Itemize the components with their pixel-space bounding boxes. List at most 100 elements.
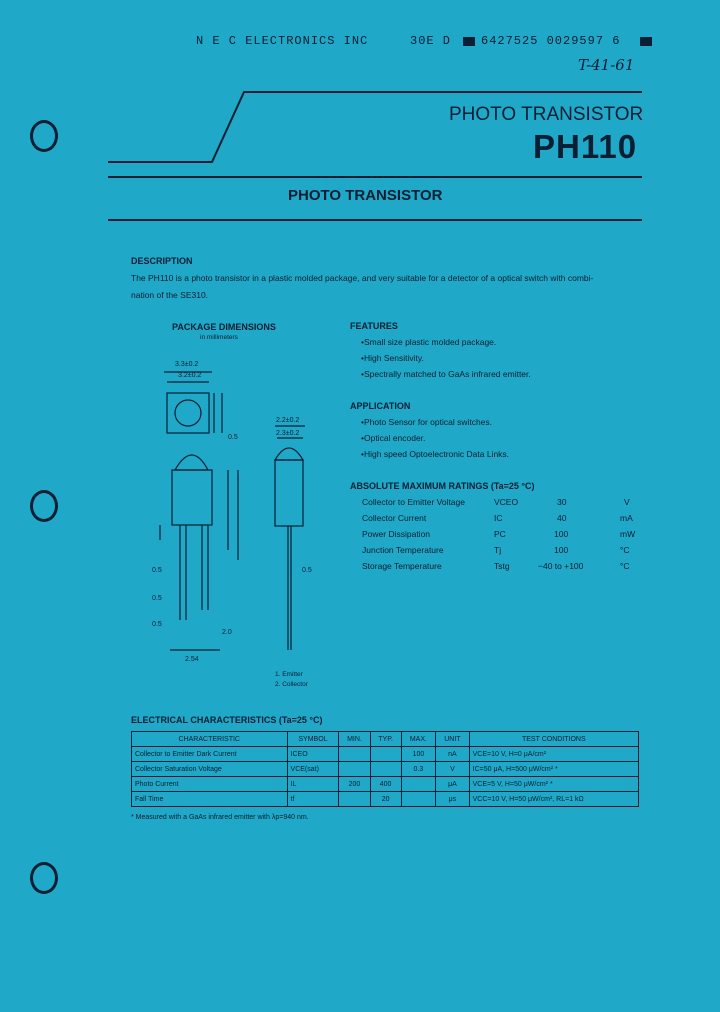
dim-label: 2.54 — [185, 656, 199, 663]
cell-max — [400, 776, 437, 792]
cell-symbol: tf — [286, 791, 340, 807]
column-header: CHARACTERISTIC — [131, 731, 288, 747]
table-row: Photo Current IL 200 400 μA VCE=5 V, H=5… — [131, 776, 640, 792]
rating-param: Junction Temperature — [362, 545, 444, 555]
application-item: High speed Optoelectronic Data Links. — [361, 449, 509, 459]
header-code: 30E D — [410, 34, 452, 48]
cell-characteristic: Photo Current — [131, 776, 288, 792]
column-header: TYP. — [369, 731, 402, 747]
pin-legend: 1. Emitter — [275, 671, 303, 678]
rating-value: 30 — [557, 497, 567, 507]
package-drawing — [159, 371, 305, 651]
cell-unit: μs — [435, 791, 470, 807]
cell-symbol: VCE(sat) — [286, 761, 340, 777]
cell-min: 200 — [338, 776, 371, 792]
electrical-heading: ELECTRICAL CHARACTERISTICS (Ta=25 °C) — [131, 715, 323, 725]
dim-label: 3.3±0.2 — [175, 361, 199, 368]
rating-unit: mW — [620, 529, 636, 539]
application-heading: APPLICATION — [350, 401, 411, 411]
cell-min — [338, 746, 371, 762]
rating-symbol: Tstg — [494, 561, 510, 571]
divider — [108, 176, 642, 178]
dim-label: 2.2±0.2 — [276, 417, 300, 424]
dim-label: 2.0 — [222, 629, 232, 636]
company-name: N E C ELECTRONICS INC — [196, 34, 369, 48]
cell-typ — [369, 761, 402, 777]
punch-hole — [30, 120, 58, 152]
rating-unit: °C — [620, 561, 630, 571]
cell-conditions: VCC=10 V, H=50 μW/cm², RL=1 kΩ — [468, 791, 640, 807]
feature-item: Spectrally matched to GaAs infrared emit… — [361, 369, 531, 379]
table-row: Fall Time tf 20 μs VCC=10 V, H=50 μW/cm²… — [131, 791, 640, 807]
cell-symbol: ICEO — [286, 746, 340, 762]
column-header: SYMBOL — [286, 731, 340, 747]
rating-unit: °C — [620, 545, 630, 555]
dim-label: 0.5 — [228, 434, 238, 441]
cell-max: 100 — [400, 746, 437, 762]
rating-symbol: IC — [494, 513, 503, 523]
features-heading: FEATURES — [350, 321, 398, 331]
punch-hole — [30, 490, 58, 522]
cell-conditions: IC=50 μA, H=500 μW/cm² * — [468, 761, 640, 777]
cell-typ — [369, 746, 402, 762]
table-header-row: CHARACTERISTIC SYMBOL MIN. TYP. MAX. UNI… — [131, 731, 640, 747]
cell-unit: nA — [435, 746, 470, 762]
rating-value: 100 — [554, 545, 569, 555]
package-unit: in millimeters — [200, 334, 238, 341]
cell-characteristic: Collector to Emitter Dark Current — [131, 746, 288, 762]
rating-param: Collector to Emitter Voltage — [362, 497, 465, 507]
feature-item: Small size plastic molded package. — [361, 337, 496, 347]
footnote: * Measured with a GaAs infrared emitter … — [131, 814, 309, 821]
cell-typ: 20 — [369, 791, 402, 807]
application-item: Photo Sensor for optical switches. — [361, 417, 492, 427]
cell-conditions: VCE=5 V, H=50 μW/cm² * — [468, 776, 640, 792]
rating-value: −40 to +100 — [538, 561, 584, 571]
package-heading: PACKAGE DIMENSIONS — [172, 322, 276, 332]
column-header: MIN. — [338, 731, 371, 747]
part-number: PH110 — [533, 128, 638, 165]
column-header: TEST CONDITIONS — [468, 731, 640, 747]
section-title: PHOTO TRANSISTOR — [288, 187, 443, 204]
cell-min — [338, 761, 371, 777]
rating-param: Collector Current — [362, 513, 427, 523]
pin-legend: 2. Collector — [275, 681, 308, 688]
feature-item: High Sensitivity. — [361, 353, 424, 363]
cell-unit: V — [435, 761, 470, 777]
column-header: UNIT — [435, 731, 470, 747]
electrical-table: CHARACTERISTIC SYMBOL MIN. TYP. MAX. UNI… — [131, 731, 640, 807]
rating-unit: mA — [620, 513, 633, 523]
ratings-heading: ABSOLUTE MAXIMUM RATINGS (Ta=25 °C) — [350, 481, 535, 491]
header-mark — [463, 37, 475, 46]
rating-param: Storage Temperature — [362, 561, 442, 571]
rating-unit: V — [624, 497, 630, 507]
description-text: nation of the SE310. — [131, 290, 209, 300]
rating-param: Power Dissipation — [362, 529, 431, 539]
table-row: Collector Saturation Voltage VCE(sat) 0.… — [131, 761, 640, 777]
rating-symbol: VCEO — [494, 497, 519, 507]
cell-max — [400, 791, 437, 807]
cell-max: 0.3 — [400, 761, 437, 777]
table-row: Collector to Emitter Dark Current ICEO 1… — [131, 746, 640, 762]
description-text: The PH110 is a photo transistor in a pla… — [131, 273, 594, 283]
rating-value: 40 — [557, 513, 567, 523]
dim-label: 0.5 — [302, 567, 312, 574]
rating-value: 100 — [554, 529, 569, 539]
cell-characteristic: Collector Saturation Voltage — [131, 761, 288, 777]
dim-label: 0.5 — [152, 621, 162, 628]
column-header: MAX. — [400, 731, 437, 747]
cell-unit: μA — [435, 776, 470, 792]
handwritten-note: T-41-61 — [578, 56, 635, 74]
dim-label: 3.2±0.2 — [178, 372, 202, 379]
cell-min — [338, 791, 371, 807]
divider — [108, 219, 642, 221]
cell-symbol: IL — [286, 776, 340, 792]
title-rule — [108, 91, 642, 163]
cell-characteristic: Fall Time — [131, 791, 288, 807]
dim-label: 2.3±0.2 — [276, 430, 300, 437]
rating-symbol: Tj — [494, 545, 502, 555]
dim-label: 0.5 — [152, 595, 162, 602]
catalog-number: 6427525 0029597 6 — [481, 34, 621, 48]
category-title: PHOTO TRANSISTOR — [449, 104, 644, 125]
rating-symbol: PC — [494, 529, 506, 539]
header-mark — [640, 37, 652, 46]
